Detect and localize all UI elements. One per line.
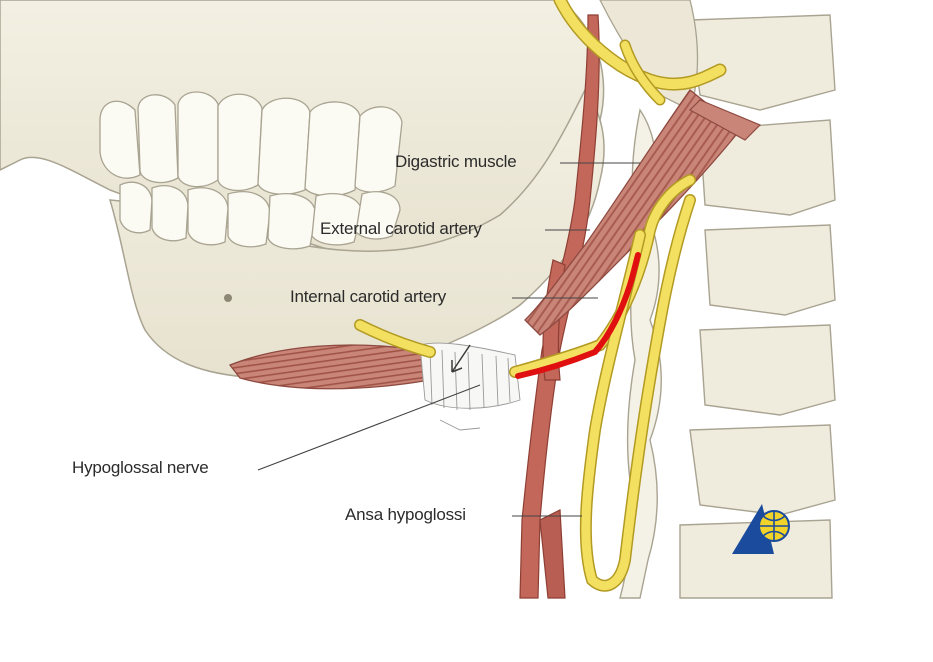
cervical-vertebrae xyxy=(619,14,836,599)
digastric-posterior-belly xyxy=(524,89,741,336)
label-internal-carotid-artery: Internal carotid artery xyxy=(290,287,447,306)
label-digastric-muscle: Digastric muscle xyxy=(395,152,517,171)
tendon-sling xyxy=(419,342,521,431)
label-ansa-hypoglossi: Ansa hypoglossi xyxy=(345,505,466,524)
label-hypoglossal-nerve: Hypoglossal nerve xyxy=(72,458,209,477)
leader-lines xyxy=(257,162,640,517)
sling-arrow-icon xyxy=(451,344,471,373)
mental-foramen xyxy=(224,294,232,302)
upper-teeth xyxy=(99,91,403,197)
digastric-tendon-fan xyxy=(689,99,762,141)
publisher-logo-icon xyxy=(732,504,790,554)
label-external-carotid-artery: External carotid artery xyxy=(320,219,482,238)
lower-teeth xyxy=(119,181,401,250)
highlight-trace xyxy=(515,252,641,379)
